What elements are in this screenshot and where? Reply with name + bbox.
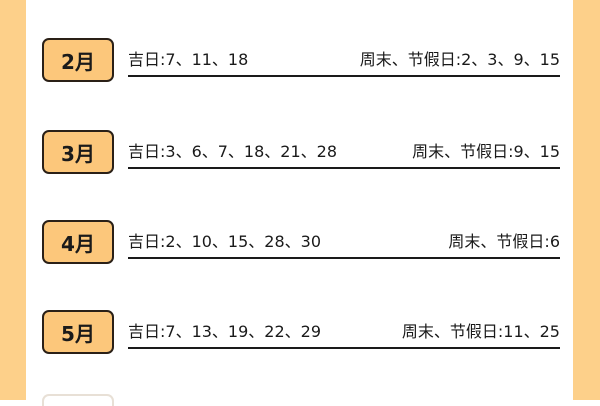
holidays-text: 周末、节假日:11、25 [401, 322, 560, 341]
holidays-text: 周末、节假日:2、3、9、15 [359, 50, 560, 69]
lucky-days-text: 吉日:7、11、18 [128, 50, 249, 69]
month-badge: 5月 [42, 310, 114, 354]
month-row-march: 3月 吉日:3、6、7、18、21、28 周末、节假日:9、15 [42, 130, 560, 178]
lucky-days-text: 吉日:3、6、7、18、21、28 [128, 142, 338, 161]
month-row-february: 2月 吉日:7、11、18 周末、节假日:2、3、9、15 [42, 38, 560, 86]
left-decorative-strip [0, 0, 26, 400]
lucky-days-text: 吉日:7、13、19、22、29 [128, 322, 322, 341]
month-row-may: 5月 吉日:7、13、19、22、29 周末、节假日:11、25 [42, 310, 560, 358]
month-badge: 3月 [42, 130, 114, 174]
month-badge: 4月 [42, 220, 114, 264]
row-underline [128, 257, 560, 259]
next-month-badge-partial [42, 394, 114, 406]
right-decorative-strip [573, 0, 600, 400]
row-underline [128, 75, 560, 77]
month-row-april: 4月 吉日:2、10、15、28、30 周末、节假日:6 [42, 220, 560, 268]
holidays-text: 周末、节假日:6 [448, 232, 560, 251]
row-underline [128, 167, 560, 169]
lucky-days-text: 吉日:2、10、15、28、30 [128, 232, 322, 251]
row-underline [128, 347, 560, 349]
holidays-text: 周末、节假日:9、15 [412, 142, 560, 161]
month-badge: 2月 [42, 38, 114, 82]
